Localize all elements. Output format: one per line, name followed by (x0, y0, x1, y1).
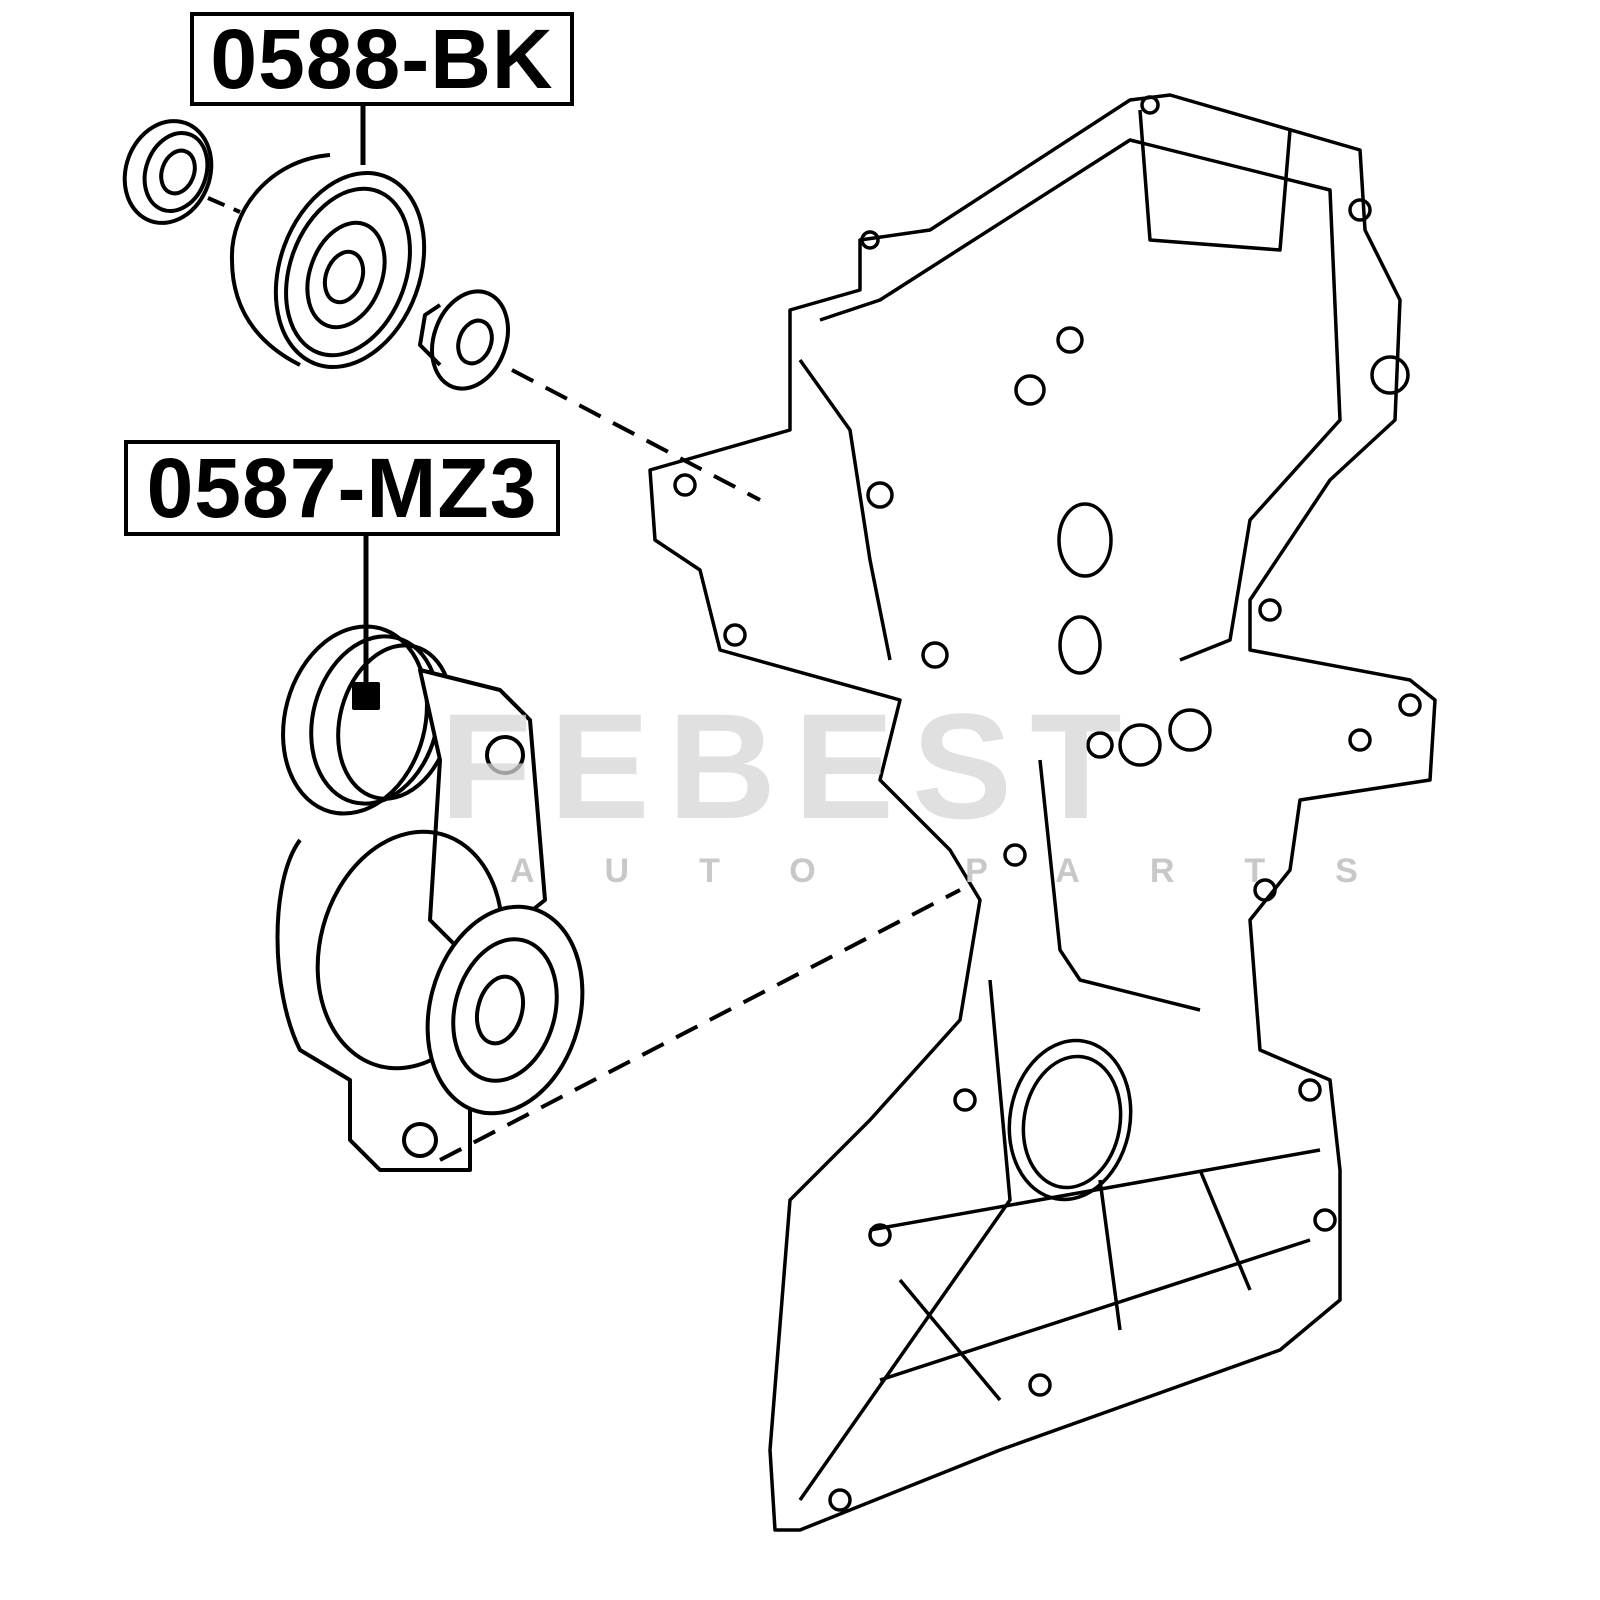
axis-line (439, 888, 961, 1162)
part-label-idler-pulley: 0588-BK (190, 12, 574, 106)
watermark-tagline: AUTO PARTS (510, 852, 1428, 890)
belt-tensioner (275, 624, 585, 1172)
idler-pulley (229, 153, 427, 369)
timing-cover (648, 93, 1437, 1532)
axis-line (207, 196, 241, 214)
watermark-brand: FEBEST (440, 682, 1140, 850)
pulley-bolt (418, 289, 510, 391)
part-label-belt-tensioner: 0587-MZ3 (124, 440, 560, 536)
leader-marker (352, 682, 380, 710)
dust-cap (122, 119, 214, 225)
axis-line (511, 368, 761, 502)
